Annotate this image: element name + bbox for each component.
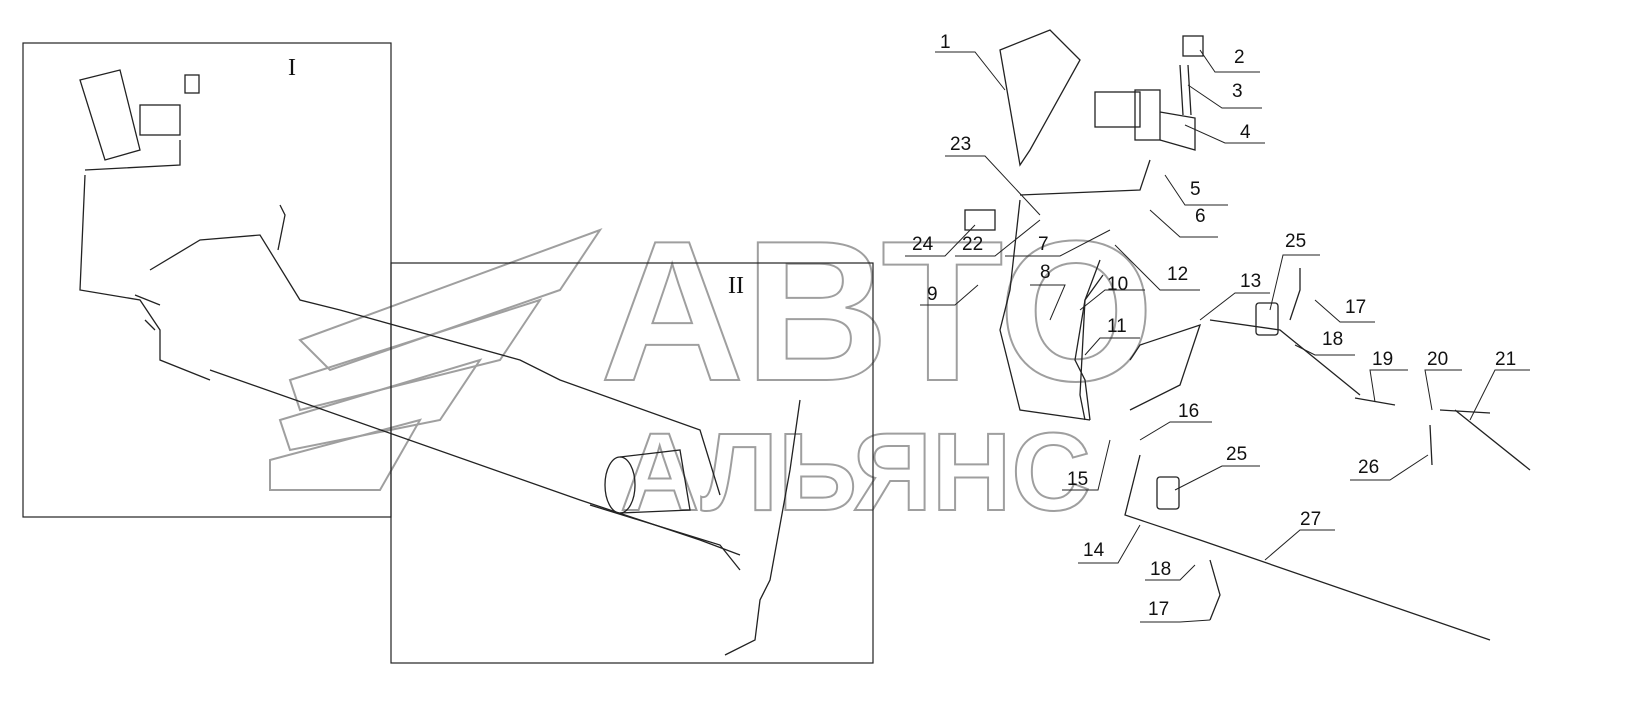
svg-text:9: 9 xyxy=(927,284,938,305)
svg-text:25: 25 xyxy=(1226,444,1247,465)
svg-text:17: 17 xyxy=(1148,599,1169,620)
callout-7: 7 xyxy=(1005,229,1111,257)
callout-26: 26 xyxy=(1350,454,1429,481)
svg-text:14: 14 xyxy=(1083,540,1105,561)
svg-text:7: 7 xyxy=(1038,234,1049,255)
callout-27: 27 xyxy=(1264,509,1335,561)
callout-17a: 17 xyxy=(1314,297,1375,323)
svg-text:6: 6 xyxy=(1195,206,1206,227)
callout-9: 9 xyxy=(920,284,979,306)
callout-17b: 17 xyxy=(1140,599,1211,623)
callout-3: 3 xyxy=(1187,81,1262,109)
exploded-parts xyxy=(999,29,1531,641)
svg-text:26: 26 xyxy=(1358,457,1379,478)
callout-14: 14 xyxy=(1078,524,1141,564)
svg-text:27: 27 xyxy=(1300,509,1321,530)
svg-text:19: 19 xyxy=(1372,349,1393,370)
callout-18a: 18 xyxy=(1294,329,1355,356)
callouts: 1 2 3 4 5 6 7 8 9 10 11 12 13 14 15 16 1… xyxy=(905,32,1530,623)
svg-text:15: 15 xyxy=(1067,469,1088,490)
callout-5: 5 xyxy=(1164,174,1228,206)
view-label-ii: II xyxy=(728,273,744,299)
svg-text:4: 4 xyxy=(1240,122,1251,143)
callout-24: 24 xyxy=(905,224,976,257)
svg-text:24: 24 xyxy=(912,234,934,255)
callout-25a: 25 xyxy=(1269,231,1320,311)
view-i-parts xyxy=(79,69,741,556)
view-ii-parts xyxy=(589,399,801,656)
svg-text:17: 17 xyxy=(1345,297,1366,318)
callout-6: 6 xyxy=(1149,206,1218,238)
callout-19: 19 xyxy=(1369,349,1408,403)
callout-15: 15 xyxy=(1062,439,1111,491)
svg-text:25: 25 xyxy=(1285,231,1306,252)
callout-25b: 25 xyxy=(1174,444,1260,491)
view-label-i: I xyxy=(288,55,296,81)
callout-23: 23 xyxy=(945,134,1041,216)
watermark-line2: АЛЬЯНС xyxy=(620,411,1091,534)
svg-text:8: 8 xyxy=(1040,262,1051,283)
callout-20: 20 xyxy=(1424,349,1462,411)
svg-text:18: 18 xyxy=(1150,559,1171,580)
svg-text:13: 13 xyxy=(1240,271,1261,292)
svg-text:21: 21 xyxy=(1495,349,1516,370)
svg-text:11: 11 xyxy=(1107,316,1127,337)
callout-16: 16 xyxy=(1139,401,1212,441)
svg-text:20: 20 xyxy=(1427,349,1448,370)
callout-10: 10 xyxy=(1079,274,1145,311)
callout-8: 8 xyxy=(1030,262,1066,321)
view-frame-ii xyxy=(390,262,874,664)
svg-text:16: 16 xyxy=(1178,401,1199,422)
svg-text:23: 23 xyxy=(950,134,971,155)
svg-text:1: 1 xyxy=(940,32,951,53)
svg-text:10: 10 xyxy=(1107,274,1128,295)
bracket-part xyxy=(964,209,996,231)
watermark: АВТО АЛЬЯНС xyxy=(269,199,1155,535)
callout-12: 12 xyxy=(1114,244,1200,291)
callout-21: 21 xyxy=(1469,349,1530,421)
watermark-line1: АВТО xyxy=(600,200,1154,423)
callout-22: 22 xyxy=(955,219,1041,257)
watermark-logo xyxy=(269,228,603,491)
callout-1: 1 xyxy=(935,32,1006,91)
svg-text:5: 5 xyxy=(1190,179,1201,200)
callout-2: 2 xyxy=(1199,47,1260,73)
svg-text:12: 12 xyxy=(1167,264,1188,285)
svg-text:22: 22 xyxy=(962,234,983,255)
svg-text:2: 2 xyxy=(1234,47,1245,68)
svg-text:3: 3 xyxy=(1232,81,1243,102)
callout-18b: 18 xyxy=(1145,559,1196,581)
svg-text:18: 18 xyxy=(1322,329,1343,350)
callout-4: 4 xyxy=(1184,122,1265,144)
callout-11: 11 xyxy=(1084,316,1140,356)
view-frame-i xyxy=(22,42,392,518)
callout-13: 13 xyxy=(1199,271,1270,321)
